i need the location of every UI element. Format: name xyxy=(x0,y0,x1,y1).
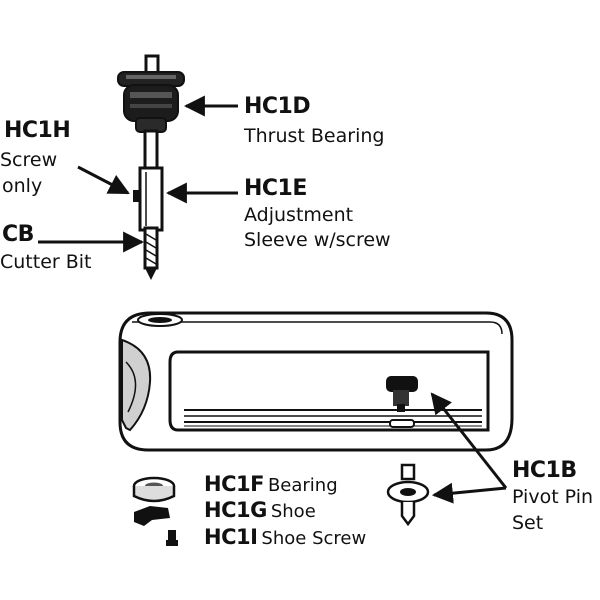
cb-code: CB xyxy=(2,222,34,247)
hc1g-desc: Shoe xyxy=(270,501,316,522)
hc1i-desc: Shoe Screw xyxy=(261,528,367,549)
hc1g-code: HC1G xyxy=(204,498,267,522)
hc1f-desc: Bearing xyxy=(267,475,338,496)
hc1h-desc-line1: Screw xyxy=(0,149,58,171)
handle-drawing xyxy=(118,311,514,452)
hc1h-leader xyxy=(77,165,130,195)
hc1f-code: HC1F xyxy=(204,472,264,496)
hc1i-code: HC1I xyxy=(204,525,258,549)
hc1b-code: HC1B xyxy=(512,458,577,483)
cb-desc: Cutter Bit xyxy=(0,251,92,273)
hc1e-code: HC1E xyxy=(244,176,307,201)
hc1h-desc-line2: only xyxy=(2,175,43,197)
hc1d-desc: Thrust Bearing xyxy=(244,125,385,147)
small-parts-drawing xyxy=(132,463,430,546)
hc1e-desc-line1: Adjustment xyxy=(244,204,354,226)
hc1b-desc-line2: Set xyxy=(512,512,544,534)
hc1d-code: HC1D xyxy=(244,94,311,119)
hc1b-leader-lower xyxy=(431,482,507,504)
hc1h-code: HC1H xyxy=(4,118,71,143)
hc1b-leader-upper xyxy=(430,392,508,489)
hc1b-desc-line1: Pivot Pin xyxy=(512,486,594,508)
cutter-assembly-drawing xyxy=(117,54,185,280)
hc1e-desc-line2: Sleeve w/screw xyxy=(244,229,391,251)
